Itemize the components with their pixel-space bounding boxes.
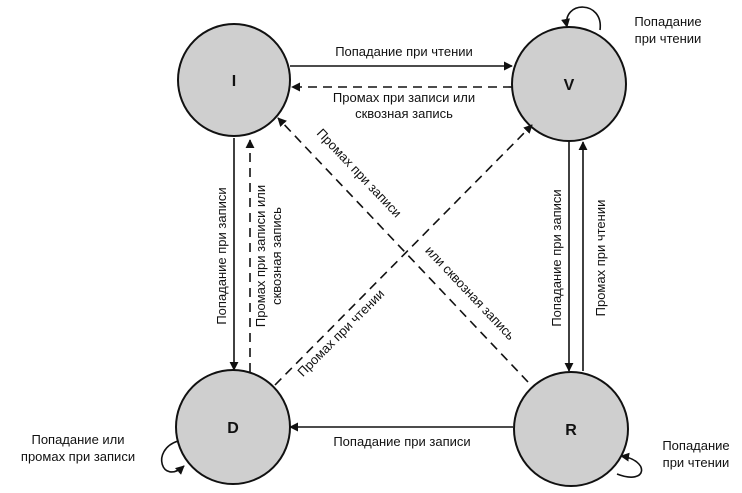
edge-d-to-v-label: Промах при чтении (294, 286, 387, 379)
edge-v-self-label-2: при чтении (635, 31, 702, 46)
edge-i-to-v-label: Попадание при чтении (335, 44, 473, 59)
state-r: R (513, 371, 629, 487)
edge-d-self-loop (160, 440, 185, 475)
edge-v-to-i-label-1: Промах при записи или (333, 90, 475, 105)
edge-v-self-loop (561, 6, 601, 31)
edge-i-to-d-label: Попадание при записи (214, 187, 229, 324)
edge-r-to-i-label-1: Промах при записи (314, 125, 405, 220)
edge-d-to-i-label-2: сквозная запись (269, 207, 284, 305)
state-r-label: R (565, 422, 577, 439)
state-d-label: D (227, 420, 239, 437)
edge-v-to-i-label-2: сквозная запись (355, 106, 453, 121)
edge-r-to-i (277, 117, 529, 383)
edge-r-self-label-2: при чтении (663, 455, 730, 470)
edge-d-to-v (274, 124, 533, 386)
state-i-label: I (232, 73, 236, 90)
edge-v-to-r-label: Попадание при записи (549, 189, 564, 326)
state-v: V (511, 26, 627, 142)
edge-r-self-label-1: Попадание (662, 438, 729, 453)
state-i: I (177, 23, 291, 137)
edge-v-self-label-1: Попадание (634, 14, 701, 29)
edge-r-to-v-label: Промах при чтении (593, 200, 608, 317)
edge-r-to-i-label-2: или сквозная запись (422, 243, 518, 343)
edge-r-self-loop (616, 452, 643, 478)
state-d: D (175, 369, 291, 485)
state-v-label: V (564, 77, 575, 94)
edge-d-to-i-label-1: Промах при записи или (253, 185, 268, 327)
edge-d-self-label-2: промах при записи (21, 449, 135, 464)
edge-d-self-label-1: Попадание или (31, 432, 124, 447)
edge-r-to-d-label: Попадание при записи (333, 434, 470, 449)
